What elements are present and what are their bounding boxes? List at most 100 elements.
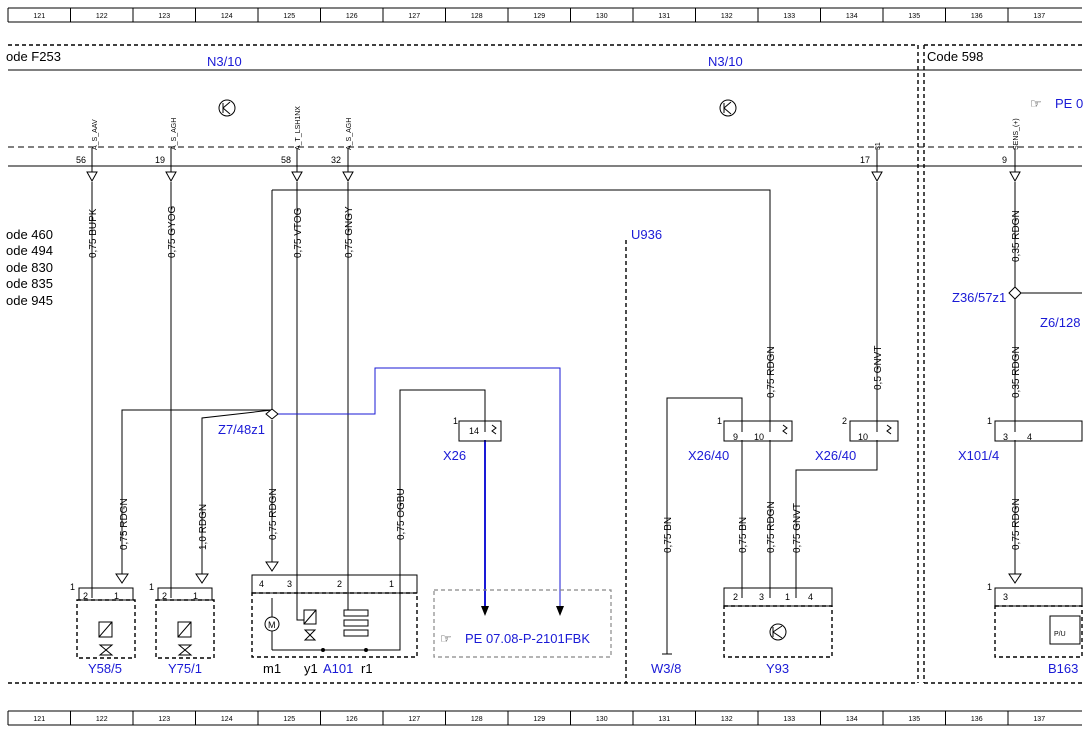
z7-48z1-label: Z7/48z1 (218, 422, 265, 437)
y58-5-label: Y58/5 (88, 661, 122, 676)
z6-128-label: Z6/128 (1040, 315, 1080, 330)
m1-label: m1 (263, 661, 281, 676)
svg-text:10: 10 (858, 432, 868, 442)
ruler-cell-label: 129 (533, 716, 545, 723)
module-label-mid: N3/10 (708, 54, 743, 69)
ruler-cell-label: 130 (596, 13, 608, 20)
wire-label: 0,35 RDGN (1011, 346, 1022, 398)
section-code-right: Code 598 (927, 49, 983, 64)
x26-40-label: X26/40 (815, 448, 856, 463)
signal-name: A_S_AGH (171, 118, 178, 150)
ruler-cell-label: 131 (658, 13, 670, 20)
code-list: ode 460 ode 494 ode 830 ode 835 ode 945 (6, 227, 53, 308)
wire-label: 0,75 RDGN (766, 501, 777, 553)
svg-text:1: 1 (114, 591, 119, 601)
pe-reference-right[interactable]: ☞ PE 0 (1030, 96, 1083, 111)
connector-arrow (265, 561, 279, 572)
svg-text:1: 1 (389, 579, 394, 589)
ruler-cell-label: 135 (908, 13, 920, 20)
connector-arrow (1008, 573, 1022, 584)
code-item: ode 945 (6, 293, 53, 308)
svg-text:M: M (268, 620, 276, 630)
pin-number: 9 (1002, 155, 1007, 165)
wire-label: 0,75 RDGN (766, 346, 777, 398)
blue-wires (278, 367, 564, 616)
valve-y58-5: 1 2 1 (70, 582, 136, 659)
svg-text:2: 2 (733, 592, 738, 602)
svg-text:4: 4 (259, 579, 264, 589)
svg-text:3: 3 (759, 592, 764, 602)
code-item: ode 494 (6, 243, 53, 258)
connector-x26-40-b: 2 10 (842, 416, 899, 442)
wire-label: 1,0 RDGN (198, 504, 209, 550)
y75-1-label: Y75/1 (168, 661, 202, 676)
wire-label: 0,75 BUPK (88, 208, 99, 258)
signal-name: A_S_AGH (346, 118, 353, 150)
wire-labels: 0,75 BUPK 0,75 GYOG 0,75 VTOG 0,75 GNGY … (88, 206, 1022, 553)
component-b163: 1 3 P/U (987, 582, 1083, 658)
connector-arrow (195, 573, 209, 584)
wire-label: 0,75 RDGN (1011, 498, 1022, 550)
pe-reference-link[interactable]: PE 0 (1055, 96, 1083, 111)
w3-8-label: W3/8 (651, 661, 681, 676)
svg-text:1: 1 (987, 582, 992, 592)
svg-text:1: 1 (149, 582, 154, 592)
ruler-cell-label: 134 (846, 716, 858, 723)
x101-4-label: X101/4 (958, 448, 999, 463)
ruler-cell-label: 132 (721, 13, 733, 20)
pe-reference-box[interactable]: ☞ PE 07.08-P-2101FBK (433, 589, 612, 658)
transistor-icon (719, 99, 737, 117)
svg-text:1: 1 (70, 582, 75, 592)
transistor-icon (218, 99, 236, 117)
valve-y75-1: 1 2 1 (149, 582, 215, 659)
wire-label: 0,5 GNVT (873, 346, 884, 390)
svg-text:4: 4 (1027, 432, 1032, 442)
ruler-cell-label: 135 (908, 716, 920, 723)
pin-number: 19 (155, 155, 165, 165)
section-frames (8, 44, 1082, 684)
connector-arrow (342, 171, 354, 183)
ruler-cell-label: 127 (408, 13, 420, 20)
y1-label: y1 (304, 661, 318, 676)
svg-text:3: 3 (1003, 592, 1008, 602)
ruler-cell-label: 134 (846, 13, 858, 20)
connector-arrow (1009, 171, 1021, 183)
ruler-cell-label: 132 (721, 716, 733, 723)
svg-text:1: 1 (717, 416, 722, 426)
y93-label: Y93 (766, 661, 789, 676)
wire-label: 0,75 GNGY (344, 206, 355, 258)
wire-label: 0,75 OGBU (396, 488, 407, 540)
connector-x101-4: 1 3 4 (987, 416, 1083, 442)
pin-number: 58 (281, 155, 291, 165)
signal-name: A_T_LSH1NX (295, 106, 302, 150)
svg-text:2: 2 (337, 579, 342, 589)
connector-x26: 1 14 (453, 416, 502, 442)
wire-label: 0,75 RDGN (119, 498, 130, 550)
svg-text:9: 9 (733, 432, 738, 442)
wires (91, 182, 1082, 655)
connector-arrow (165, 171, 177, 183)
pe-reference-link[interactable]: PE 07.08-P-2101FBK (465, 631, 590, 646)
connector-arrow (115, 573, 129, 584)
signal-name: SENS_(+) (1013, 118, 1020, 150)
wire-label: 0,75 BN (663, 517, 674, 553)
svg-text:1: 1 (453, 416, 458, 426)
wire-label: 0,75 GNVT (792, 503, 803, 553)
signal-pins (86, 148, 1021, 183)
x26-40-label: X26/40 (688, 448, 729, 463)
wire-label: 0,35 RDGN (1011, 210, 1022, 262)
ruler-cell-label: 131 (658, 716, 670, 723)
svg-text:P/U: P/U (1054, 631, 1066, 638)
ruler-cell-label: 128 (471, 13, 483, 20)
svg-text:2: 2 (842, 416, 847, 426)
ruler-cell-label: 137 (1033, 13, 1045, 20)
svg-text:2: 2 (162, 591, 167, 601)
b163-label: B163 (1048, 661, 1078, 676)
wire-label: 0,75 BN (738, 517, 749, 553)
svg-text:2: 2 (83, 591, 88, 601)
code-item: ode 835 (6, 276, 53, 291)
svg-text:1: 1 (193, 591, 198, 601)
svg-text:1: 1 (785, 592, 790, 602)
